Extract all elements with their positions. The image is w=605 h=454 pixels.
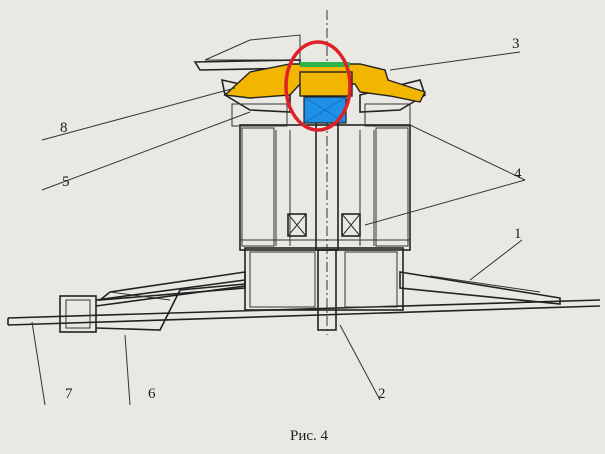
highlight-ring	[284, 40, 352, 132]
leader-lines	[31, 51, 526, 406]
shaft	[315, 10, 339, 335]
label-6: 6	[148, 386, 156, 402]
figure-caption: Рис. 4	[290, 428, 329, 444]
label-8: 8	[60, 120, 68, 136]
label-4: 4	[514, 166, 522, 182]
label-3: 3	[512, 36, 520, 52]
housing-flange	[97, 271, 561, 305]
label-7: 7	[65, 386, 73, 402]
motor-body	[239, 124, 411, 251]
label-5: 5	[62, 174, 70, 190]
fastener-left	[59, 279, 246, 333]
base-plate	[7, 299, 601, 326]
lower-housing	[244, 247, 404, 311]
label-2: 2	[378, 386, 386, 402]
label-1: 1	[514, 226, 522, 242]
lower-bearings	[287, 213, 361, 237]
cap-part	[223, 62, 426, 103]
pipe-6	[95, 283, 246, 331]
